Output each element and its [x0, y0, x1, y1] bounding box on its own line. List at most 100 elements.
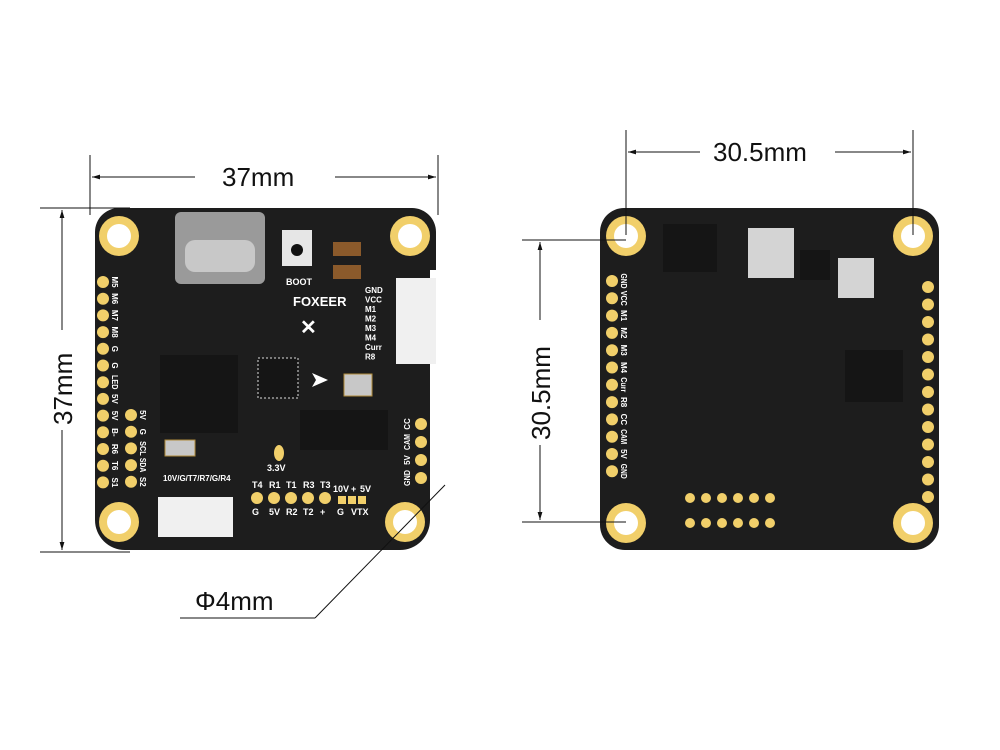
- brand-logo: FOXEER: [293, 294, 347, 309]
- solder-pad: [765, 493, 775, 503]
- solder-pad: [922, 316, 934, 328]
- pad-label: R1: [269, 480, 281, 490]
- vtx-label: 5V: [360, 484, 371, 494]
- solder-pad: [302, 492, 314, 504]
- pad-label: R6: [110, 444, 119, 455]
- solder-pad: [125, 442, 137, 455]
- solder-pad: [606, 430, 618, 443]
- pad-label: R2: [286, 507, 298, 517]
- solder-pad: [606, 275, 618, 287]
- solder-pad: [765, 518, 775, 528]
- pad-label: +: [320, 507, 325, 517]
- esc-label: R8: [365, 353, 376, 362]
- back-pad-label: Curr: [619, 377, 628, 392]
- bottom-connector: [158, 497, 233, 537]
- pad-label: G: [252, 507, 259, 517]
- solder-pad: [97, 443, 109, 455]
- solder-pad: [97, 276, 109, 288]
- solder-pad: [749, 493, 759, 503]
- esc-label: M1: [365, 305, 377, 314]
- solder-pad: [606, 378, 618, 391]
- vtx-label: VTX: [351, 507, 369, 517]
- solder-pad: [922, 368, 934, 381]
- solder-pad: [922, 438, 934, 451]
- pad-label: 5V: [110, 394, 119, 404]
- solder-pad: [97, 376, 109, 389]
- pad-label: S1: [110, 478, 119, 488]
- cam-label: CC: [403, 418, 412, 430]
- solder-pad: [268, 492, 280, 504]
- pad-label: 5V: [110, 411, 119, 421]
- back-height-label: 30.5mm: [526, 346, 556, 440]
- mcu-chip: [160, 355, 238, 433]
- solder-pad: [717, 493, 727, 503]
- solder-pad: [97, 292, 109, 305]
- esc-label: M3: [365, 324, 377, 333]
- back-pad-label: CC: [619, 414, 628, 426]
- solder-pad: [922, 333, 934, 346]
- pad-label: B-: [110, 428, 119, 437]
- solder-pad: [749, 518, 759, 528]
- cam-label: GND: [403, 470, 412, 486]
- 3v3-label: 3.3V: [267, 463, 286, 473]
- solder-pad: [97, 426, 109, 439]
- solder-pad: [338, 496, 346, 504]
- solder-pad: [922, 421, 934, 433]
- solder-pad: [97, 342, 109, 355]
- pad-label: 5V: [138, 410, 147, 420]
- hole-diameter-label: Φ4mm: [195, 586, 274, 616]
- solder-pad: [251, 492, 263, 504]
- pad-label: G: [138, 429, 147, 435]
- solder-pad: [606, 361, 618, 374]
- solder-pad: [922, 351, 934, 363]
- pad-label: T2: [303, 507, 314, 517]
- solder-pad: [97, 459, 109, 472]
- dimension-lines: [40, 130, 914, 619]
- osd-chip: [300, 410, 388, 450]
- solder-pad: [922, 491, 934, 503]
- solder-pad: [415, 454, 427, 466]
- front-width-label: 37mm: [222, 162, 294, 192]
- solder-pad: [415, 436, 427, 448]
- solder-pad: [701, 493, 711, 503]
- solder-pad: [97, 476, 109, 489]
- pad-label: T1: [286, 480, 297, 490]
- solder-pad: [606, 465, 618, 478]
- solder-pad: [415, 418, 427, 430]
- solder-pad: [125, 409, 137, 421]
- pad-label: SDA: [138, 458, 147, 473]
- pad-label: T3: [320, 480, 331, 490]
- pad-label: M5: [110, 276, 119, 288]
- back-pad-label: VCC: [619, 291, 628, 306]
- boot-label: BOOT: [286, 277, 313, 287]
- solder-pad: [685, 518, 695, 528]
- pad-label: 5V: [269, 507, 280, 517]
- back-pad-label: M4: [619, 362, 628, 374]
- pad-label: R3: [303, 480, 315, 490]
- solder-pad: [125, 475, 137, 488]
- solder-pad: [606, 344, 618, 357]
- solder-pad: [606, 413, 618, 426]
- solder-pad: [922, 456, 934, 468]
- brand-x-icon: ✕: [300, 317, 317, 339]
- solder-pad: [97, 359, 109, 372]
- solder-pad: [922, 281, 934, 293]
- solder-pad: [415, 472, 427, 484]
- solder-pad: [125, 425, 137, 438]
- pad-label: G: [110, 346, 119, 352]
- solder-pad: [125, 459, 137, 472]
- solder-pad: [606, 309, 618, 322]
- solder-pad: [922, 298, 934, 311]
- pad-label: SCL: [138, 441, 147, 456]
- esc-label: Curr: [365, 343, 382, 352]
- back-pad-label: M2: [619, 327, 628, 339]
- back-pad-label: CAM: [619, 429, 628, 444]
- back-pad-label: R8: [619, 397, 628, 408]
- solder-pad: [285, 492, 297, 504]
- solder-pad: [97, 392, 109, 405]
- pad-label: M8: [110, 327, 119, 339]
- solder-pad: [606, 292, 618, 305]
